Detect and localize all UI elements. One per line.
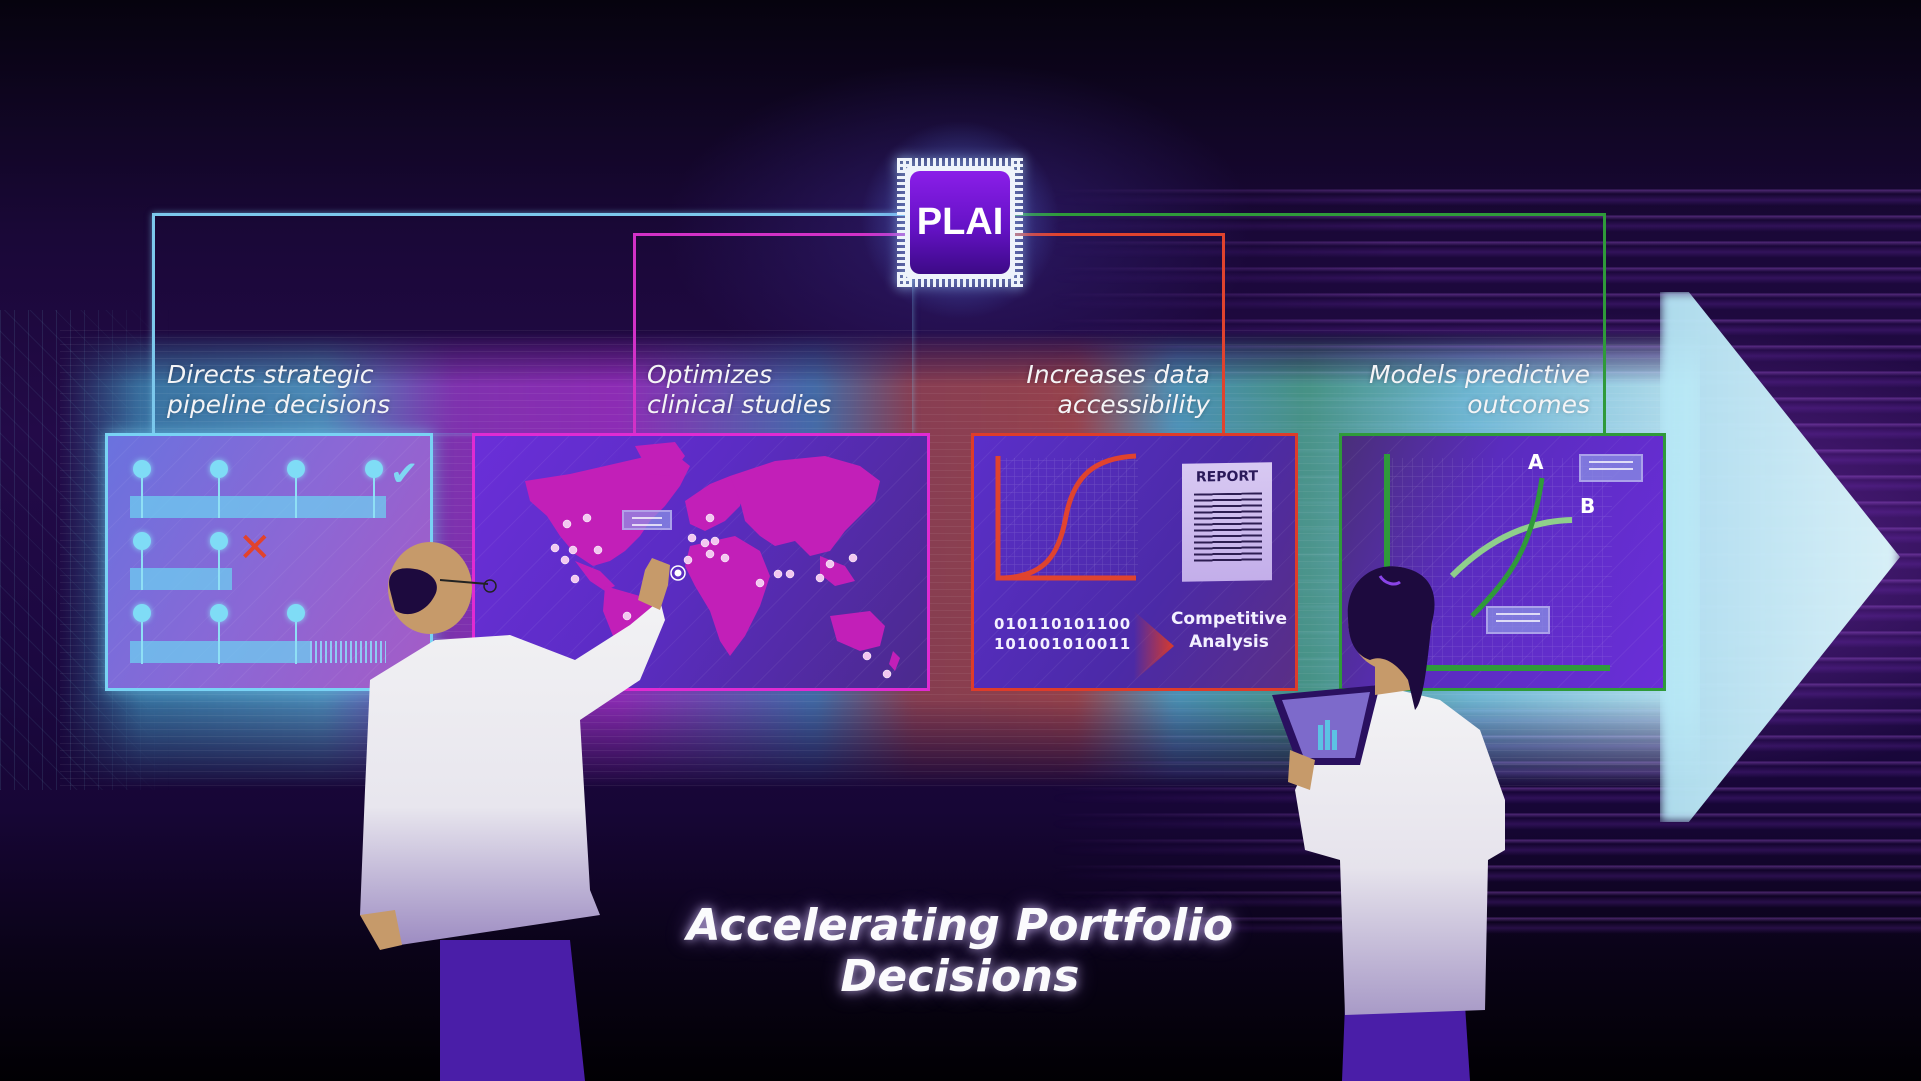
s-curve-chart-icon	[995, 453, 1138, 581]
location-pin-icon	[550, 513, 892, 679]
connector-pipeline	[152, 213, 912, 433]
label-data: Increases data accessibility	[990, 360, 1210, 420]
timeline-stem	[218, 612, 220, 664]
timeline-bar	[130, 496, 386, 518]
panel-data: REPORT 010110101100 101001010011 Competi…	[971, 433, 1298, 691]
output-line: Analysis	[1189, 632, 1269, 652]
timeline-node-icon	[210, 532, 228, 550]
label-line: clinical studies	[647, 390, 832, 419]
selected-pin-icon	[670, 565, 686, 581]
report-text-lines	[1194, 492, 1262, 564]
label-line: Optimizes	[647, 360, 773, 389]
map-tooltip	[622, 510, 672, 530]
connector-clinical	[633, 233, 913, 433]
binary-line: 010110101100	[994, 615, 1132, 633]
label-pipeline: Directs strategic pipeline decisions	[167, 360, 390, 420]
report-document-icon: REPORT	[1182, 462, 1272, 582]
check-icon: ✔	[390, 454, 419, 494]
timeline-node-icon	[365, 460, 383, 478]
chart-tooltip	[1486, 606, 1550, 634]
timeline-stem	[141, 612, 143, 664]
curve-a-label: A	[1528, 450, 1544, 474]
timeline-node-icon	[287, 460, 305, 478]
label-predictive: Models predictive outcomes	[1340, 360, 1590, 420]
timeline-node-icon	[287, 604, 305, 622]
timeline-node-icon	[210, 604, 228, 622]
binary-line: 101001010011	[994, 635, 1132, 653]
timeline-stem	[295, 612, 297, 664]
timeline-stem	[295, 468, 297, 518]
timeline-stem	[218, 468, 220, 518]
timeline-stem	[373, 468, 375, 518]
timeline-node-icon	[133, 604, 151, 622]
connector-data	[1010, 233, 1225, 433]
timeline-stem	[218, 540, 220, 590]
panel-clinical-map	[472, 433, 930, 691]
curve-b-label: B	[1580, 494, 1596, 518]
scientist-man-figure	[360, 542, 670, 1081]
panel-pipeline: ✔ ✕	[105, 433, 433, 691]
chart-tooltip	[1579, 454, 1643, 482]
timeline-stem	[141, 468, 143, 518]
binary-data: 010110101100 101001010011	[994, 614, 1131, 654]
timeline-node-icon	[133, 460, 151, 478]
connector-predictive	[1010, 213, 1606, 433]
timeline-stem	[141, 540, 143, 590]
timeline-node-icon	[210, 460, 228, 478]
panel-predictive: A B	[1339, 433, 1666, 691]
report-title: REPORT	[1195, 468, 1259, 486]
page-title: Accelerating Portfolio Decisions	[686, 900, 1234, 1002]
output-line: Competitive	[1170, 609, 1288, 629]
competitive-analysis-label: Competitive Analysis	[1164, 608, 1294, 654]
chip-label: PLAI	[910, 171, 1010, 274]
label-clinical: Optimizes clinical studies	[647, 360, 831, 420]
scientist-woman-figure	[1272, 566, 1505, 1081]
label-line: Directs strategic	[167, 360, 374, 389]
timeline-bar	[130, 568, 232, 590]
x-icon: ✕	[238, 525, 272, 571]
timeline-hatch	[310, 641, 386, 663]
label-line: pipeline decisions	[167, 390, 391, 419]
label-line: Models predictive	[1368, 360, 1590, 389]
timeline-bar	[130, 641, 310, 663]
timeline-node-icon	[133, 532, 151, 550]
label-line: outcomes	[1467, 390, 1590, 419]
label-line: accessibility	[1057, 390, 1211, 419]
label-line: Increases data	[1026, 360, 1210, 389]
